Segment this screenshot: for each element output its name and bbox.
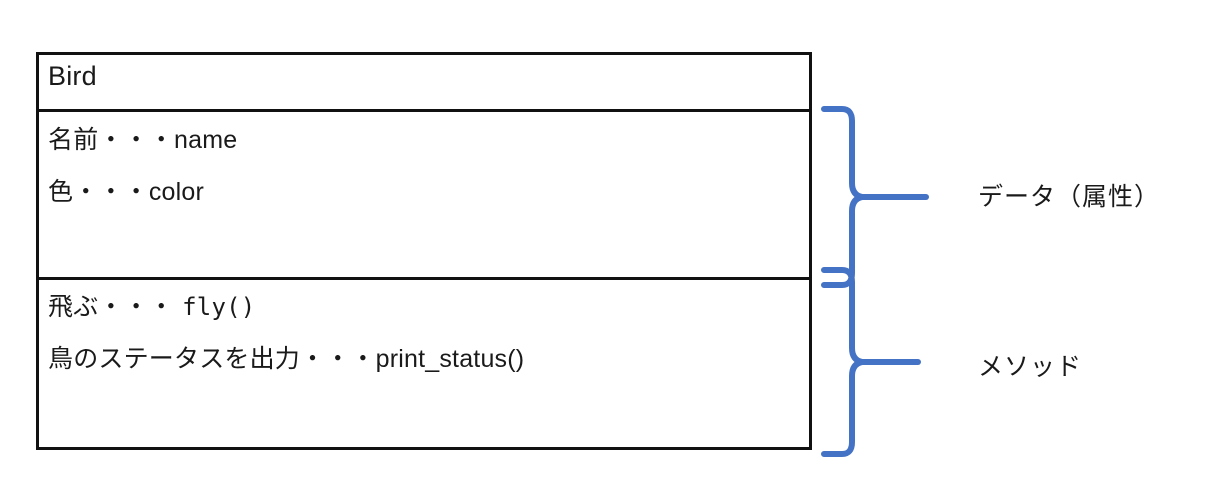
attribute-label-japanese: 名前・・・ bbox=[48, 125, 175, 154]
attribute-row: 色・・・color bbox=[48, 177, 204, 207]
class-name-label: Bird bbox=[48, 61, 97, 91]
attribute-row: 名前・・・name bbox=[48, 125, 237, 155]
method-identifier: print_status() bbox=[375, 345, 525, 373]
curly-brace-icon-attributes bbox=[818, 105, 938, 290]
attribute-label-japanese: 色・・・ bbox=[48, 177, 149, 206]
method-identifier: fly() bbox=[182, 293, 256, 321]
curly-brace-icon-methods bbox=[818, 266, 938, 458]
attribute-identifier: name bbox=[174, 126, 238, 154]
method-label-japanese: 飛ぶ・・・ bbox=[48, 292, 183, 321]
annotation-label-methods: メソッド bbox=[978, 352, 1083, 381]
uml-class-box: Bird 名前・・・name 色・・・color 飛ぶ・・・ fly() 鳥のス… bbox=[36, 52, 812, 450]
method-label-japanese: 鳥のステータスを出力・・・ bbox=[48, 344, 376, 373]
method-row: 飛ぶ・・・ fly() bbox=[48, 292, 255, 322]
methods-compartment: 飛ぶ・・・ fly() 鳥のステータスを出力・・・print_status() bbox=[39, 280, 809, 447]
attribute-identifier: color bbox=[148, 178, 204, 206]
annotation-label-attributes: データ（属性） bbox=[978, 182, 1161, 211]
attributes-compartment: 名前・・・name 色・・・color bbox=[39, 112, 809, 280]
method-row: 鳥のステータスを出力・・・print_status() bbox=[48, 344, 524, 374]
class-name-compartment: Bird bbox=[39, 55, 809, 112]
